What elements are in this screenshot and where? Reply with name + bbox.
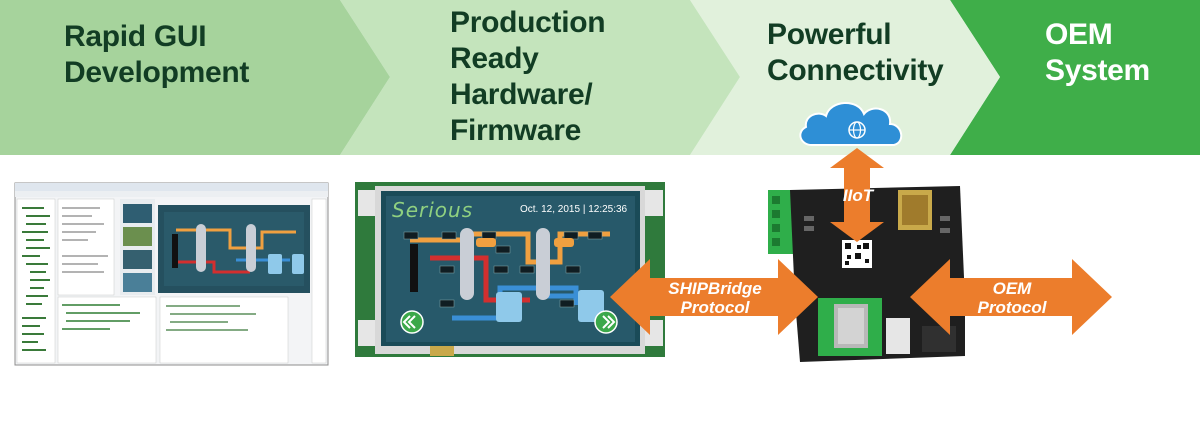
chevron-step-4 <box>950 0 1200 155</box>
iiot-label: IIoT <box>842 186 874 205</box>
step-4-title-line2: System <box>1045 54 1150 87</box>
gui-designer-screenshot <box>14 182 329 366</box>
display-module <box>355 182 665 357</box>
step-2-title-line1: Production <box>450 6 606 39</box>
step-3-title-line1: Powerful <box>767 18 892 51</box>
step-1-title-line2: Development <box>64 56 250 89</box>
step-3-title-line2: Connectivity <box>767 54 944 87</box>
display-datetime: Oct. 12, 2015 | 12:25:36 <box>520 204 628 215</box>
shipbridge-arrow <box>610 259 818 335</box>
process-band <box>0 0 1200 155</box>
oem-protocol-label-line1: OEM <box>992 279 1032 298</box>
step-2-title-line3: Hardware/ <box>450 78 593 111</box>
chevron-step-2 <box>340 0 740 155</box>
shipbridge-label-line1: SHIPBridge <box>668 279 762 298</box>
step-2-title-line2: Ready <box>450 42 539 75</box>
step-1-title-line1: Rapid GUI <box>64 20 207 53</box>
globe-icon <box>848 121 866 139</box>
oem-protocol-label-line2: Protocol <box>977 298 1047 317</box>
forward-icon <box>594 310 618 334</box>
chevron-step-1 <box>0 0 390 155</box>
back-icon <box>400 310 424 334</box>
iiot-arrow <box>830 148 884 242</box>
step-4-title-line1: OEM <box>1045 18 1113 51</box>
oem-protocol-arrow <box>910 259 1112 335</box>
controller-board <box>768 186 965 362</box>
shipbridge-label-line2: Protocol <box>680 298 750 317</box>
step-2-title-line4: Firmware <box>450 114 581 147</box>
display-brand: Serious <box>392 198 474 222</box>
chevron-step-3 <box>690 0 1000 155</box>
